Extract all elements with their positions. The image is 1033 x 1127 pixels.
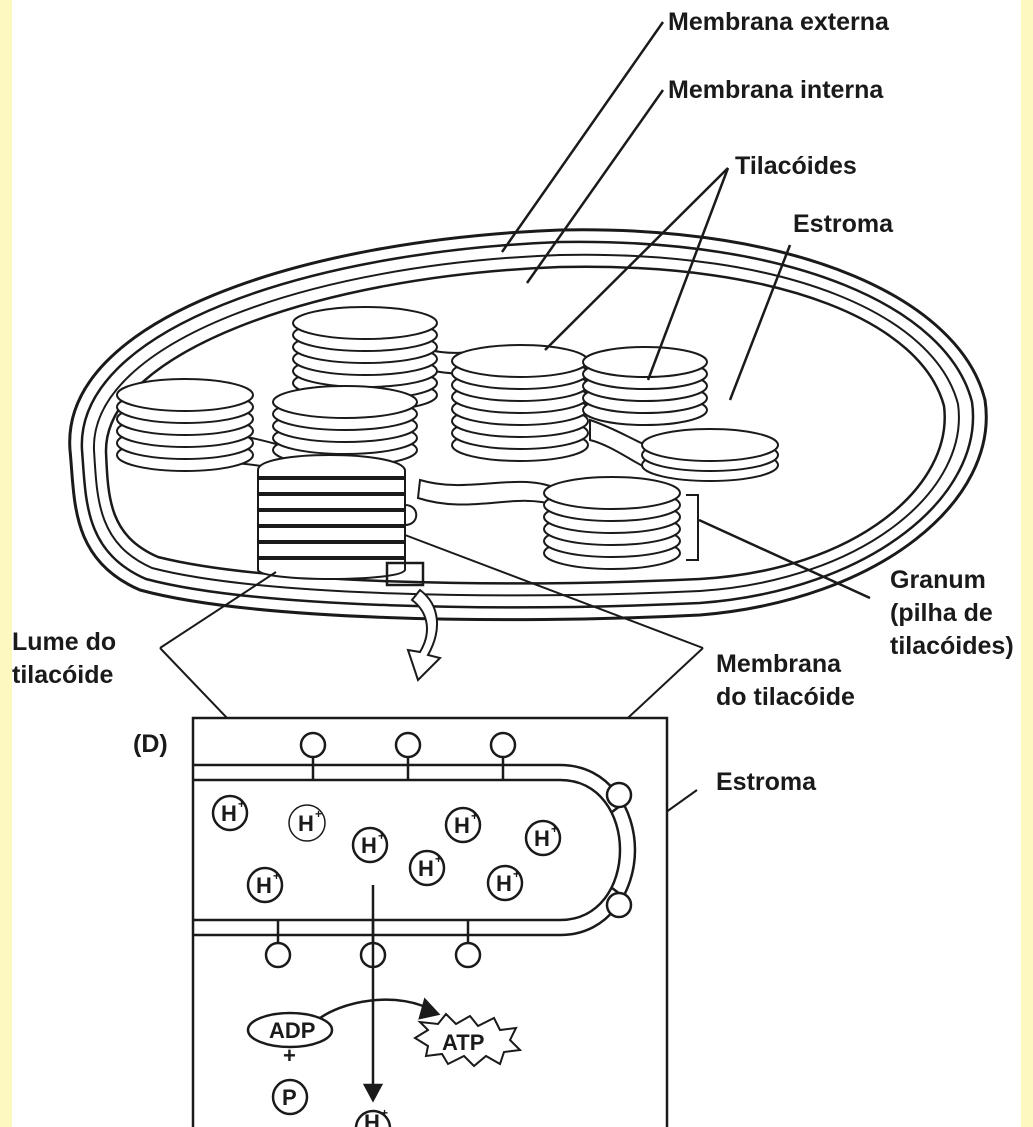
granum-stack-lower-right: [544, 477, 680, 569]
label-lumen-line2: tilacóide: [12, 661, 114, 689]
proton-charge-4: +: [471, 809, 478, 823]
proton-charge-6: +: [273, 869, 280, 883]
granum-bracket: [686, 495, 698, 560]
proton-label-3: H: [361, 833, 377, 858]
granum-stack-right: [583, 347, 707, 425]
adp-label: ADP: [269, 1018, 315, 1043]
label-granum-line2: (pilha de: [890, 599, 993, 627]
proton-label-2: H: [298, 811, 314, 836]
proton-label-9: H: [364, 1110, 380, 1127]
proton-charge-2: +: [315, 807, 322, 821]
label-granum-line3: tilacóides): [890, 632, 1014, 660]
proton-charge-5: +: [551, 822, 558, 836]
label-outer-membrane: Membrana externa: [668, 8, 890, 36]
label-stroma-bottom: Estroma: [716, 768, 817, 796]
granum-stack-far-right: [642, 429, 778, 481]
plus-sign: +: [283, 1043, 296, 1068]
atp-label: ATP: [442, 1030, 484, 1055]
granum-stack-middle: [273, 386, 417, 466]
proton-label-8: H: [496, 871, 512, 896]
phosphate-label: P: [282, 1085, 297, 1110]
label-granum-line1: Granum: [890, 566, 986, 594]
proton-label-6: H: [256, 873, 272, 898]
granum-stack-center: [452, 345, 588, 461]
proton-charge-3: +: [378, 829, 385, 843]
label-membrane-line2: do tilacóide: [716, 683, 855, 711]
proton-charge-8: +: [513, 867, 520, 881]
label-lumen-line1: Lume do: [12, 628, 116, 656]
panel-letter: (D): [133, 730, 168, 758]
label-thylakoids: Tilacóides: [735, 152, 857, 180]
label-stroma-top: Estroma: [793, 210, 894, 238]
proton-label-5: H: [534, 826, 550, 851]
zoom-arrow: [408, 590, 440, 680]
label-inner-membrane: Membrana interna: [668, 76, 884, 104]
label-membrane-line1: Membrana: [716, 650, 842, 678]
granum-stack-left: [117, 379, 253, 471]
proton-label-1: H: [221, 801, 237, 826]
proton-charge-1: +: [238, 797, 245, 811]
granum-stack-zoom-source: [258, 455, 416, 579]
proton-charge-9: +: [381, 1106, 388, 1120]
proton-label-4: H: [454, 813, 470, 838]
proton-label-7: H: [418, 856, 434, 881]
proton-charge-7: +: [435, 852, 442, 866]
